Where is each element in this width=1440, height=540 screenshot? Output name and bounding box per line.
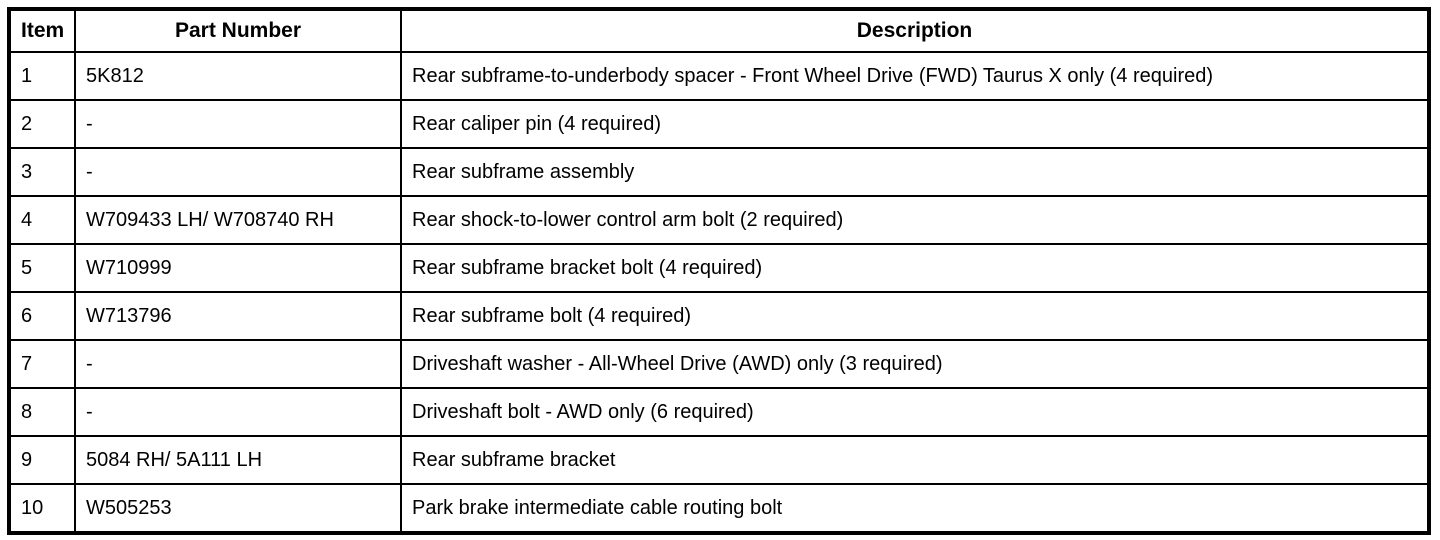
item-cell: 3 [8,147,76,197]
description-cell: Park brake intermediate cable routing bo… [400,483,1430,534]
part-number-cell: - [74,339,402,389]
description-cell: Driveshaft washer - All-Wheel Drive (AWD… [400,339,1430,389]
header-row: Item Part Number Description [8,8,1430,53]
item-cell: 8 [8,387,76,437]
table-row: 9 5084 RH/ 5A111 LH Rear subframe bracke… [8,435,1430,485]
description-cell: Driveshaft bolt - AWD only (6 required) [400,387,1430,437]
table-row: 3 - Rear subframe assembly [8,147,1430,197]
table-row: 10 W505253 Park brake intermediate cable… [8,483,1430,534]
item-cell: 5 [8,243,76,293]
table-row: 8 - Driveshaft bolt - AWD only (6 requir… [8,387,1430,437]
parts-table-body: 1 5K812 Rear subframe-to-underbody space… [8,51,1430,534]
part-number-cell: - [74,99,402,149]
item-cell: 9 [8,435,76,485]
header-part-number: Part Number [74,8,402,53]
part-number-cell: 5K812 [74,51,402,101]
header-description: Description [400,8,1430,53]
table-row: 4 W709433 LH/ W708740 RH Rear shock-to-l… [8,195,1430,245]
item-cell: 2 [8,99,76,149]
item-cell: 4 [8,195,76,245]
table-row: 5 W710999 Rear subframe bracket bolt (4 … [8,243,1430,293]
description-cell: Rear subframe assembly [400,147,1430,197]
description-cell: Rear subframe bolt (4 required) [400,291,1430,341]
parts-table: Item Part Number Description 1 5K812 Rea… [7,7,1431,535]
part-number-cell: - [74,387,402,437]
table-row: 1 5K812 Rear subframe-to-underbody space… [8,51,1430,101]
part-number-cell: W709433 LH/ W708740 RH [74,195,402,245]
table-row: 7 - Driveshaft washer - All-Wheel Drive … [8,339,1430,389]
item-cell: 7 [8,339,76,389]
part-number-cell: 5084 RH/ 5A111 LH [74,435,402,485]
part-number-cell: W713796 [74,291,402,341]
part-number-cell: - [74,147,402,197]
item-cell: 1 [8,51,76,101]
description-cell: Rear subframe-to-underbody spacer - Fron… [400,51,1430,101]
description-cell: Rear shock-to-lower control arm bolt (2 … [400,195,1430,245]
table-row: 6 W713796 Rear subframe bolt (4 required… [8,291,1430,341]
description-cell: Rear caliper pin (4 required) [400,99,1430,149]
table-row: 2 - Rear caliper pin (4 required) [8,99,1430,149]
description-cell: Rear subframe bracket [400,435,1430,485]
description-cell: Rear subframe bracket bolt (4 required) [400,243,1430,293]
part-number-cell: W710999 [74,243,402,293]
parts-table-header: Item Part Number Description [8,8,1430,53]
item-cell: 6 [8,291,76,341]
item-cell: 10 [8,483,76,534]
header-item: Item [8,8,76,53]
part-number-cell: W505253 [74,483,402,534]
parts-table-container: Item Part Number Description 1 5K812 Rea… [7,7,1431,535]
